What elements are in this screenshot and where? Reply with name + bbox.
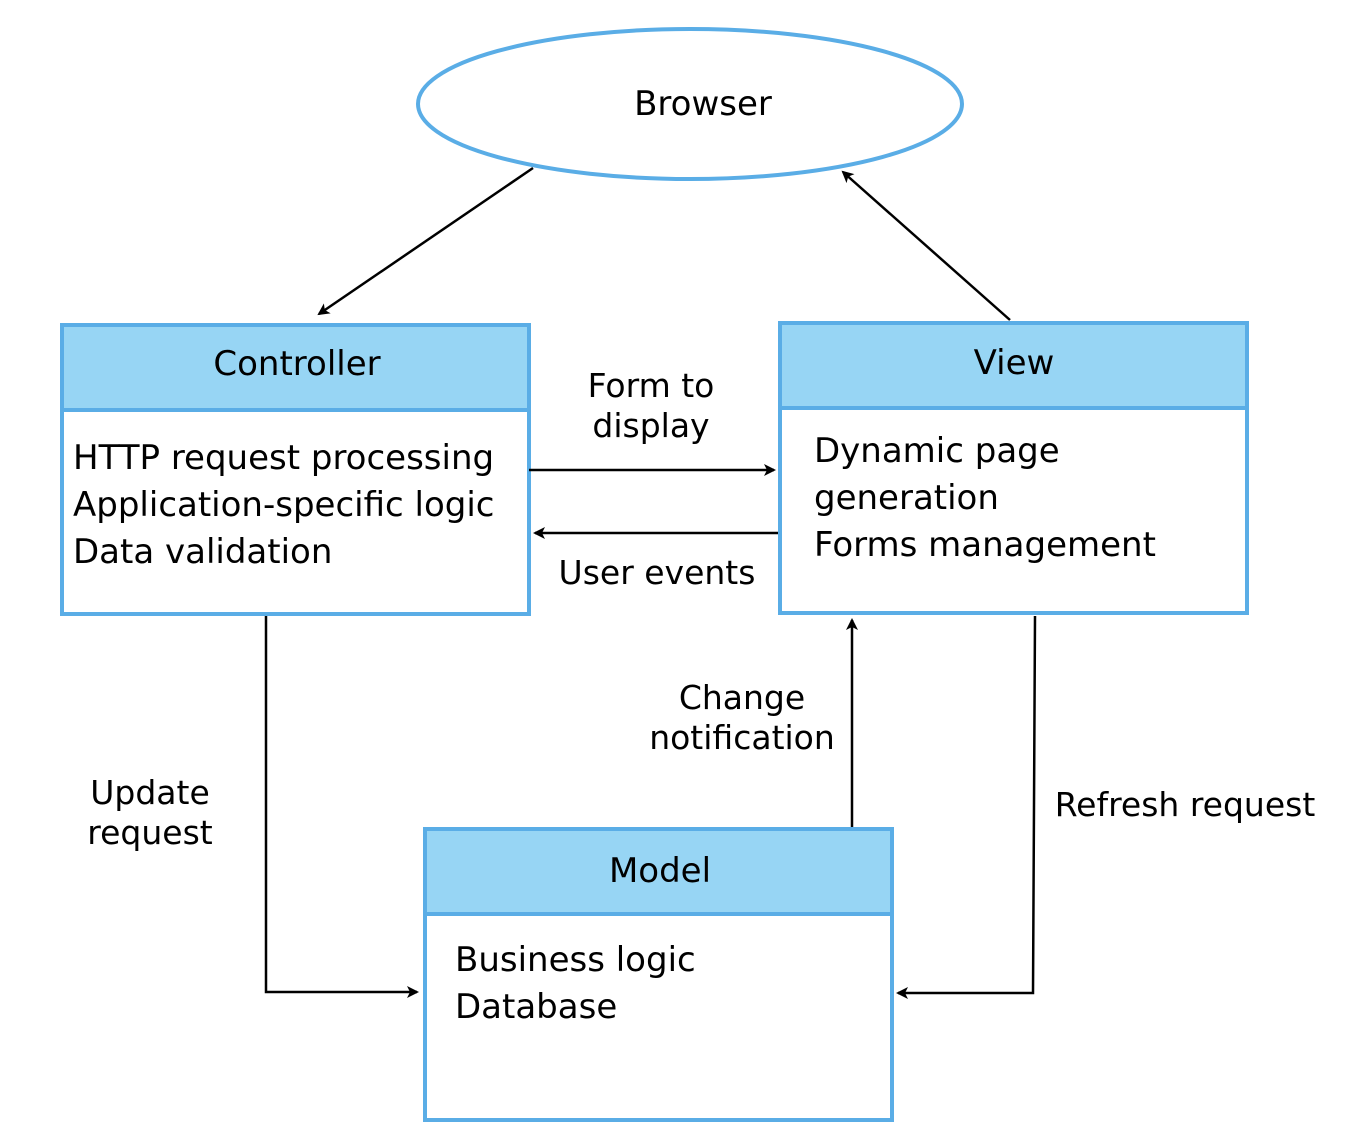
view-line-1: Dynamic page [814, 431, 1060, 471]
view-line-2: generation [814, 478, 999, 518]
refresh-request-label: Refresh request [1055, 785, 1316, 824]
controller-line-2: Application-specific logic [73, 485, 494, 525]
update-request-label-1: Update [90, 773, 210, 812]
controller-line-3: Data validation [73, 532, 332, 572]
browser-label: Browser [634, 84, 772, 124]
controller-line-1: HTTP request processing [73, 438, 494, 478]
model-box: Model Business logic Database [423, 827, 894, 1122]
arrow-update-request [264, 616, 419, 998]
form-to-display-label-2: display [592, 406, 709, 445]
arrow-browser-to-controller [317, 166, 534, 316]
controller-box: Controller HTTP request processing Appli… [60, 323, 531, 616]
view-box: View Dynamic page generation Forms manag… [778, 321, 1249, 615]
change-notification-label-1: Change [679, 678, 805, 717]
model-title: Model [609, 851, 711, 891]
model-header [423, 827, 894, 916]
arrow-view-to-browser [841, 170, 1011, 321]
model-line-2: Database [455, 987, 617, 1027]
user-events-label: User events [559, 553, 756, 592]
controller-title: Controller [213, 344, 380, 384]
view-line-3: Forms management [814, 525, 1156, 565]
form-to-display-label-1: Form to [588, 366, 715, 405]
view-title: View [974, 343, 1055, 383]
change-notification-label-2: notification [649, 718, 835, 757]
browser-node: Browser [416, 27, 964, 181]
update-request-label-2: request [87, 813, 213, 852]
arrow-refresh-request [896, 615, 1037, 999]
model-line-1: Business logic [455, 940, 696, 980]
